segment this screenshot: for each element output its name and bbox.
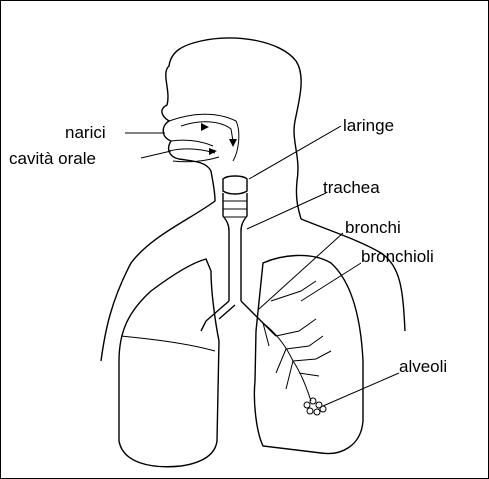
label-narici: narici [65,124,106,141]
larynx [223,176,247,194]
shoulders-outline [101,171,405,361]
head-outline [162,38,301,219]
pointer-bronchi [259,233,343,309]
pointer-laringe [249,126,341,179]
label-trachea: trachea [323,179,380,196]
bronchioli-tree [263,281,331,401]
pointer-alveoli [323,373,399,406]
lung-fissure [121,336,215,351]
trachea-rings [223,201,247,217]
label-bronchioli: bronchioli [361,248,434,265]
label-cavita-orale: cavità orale [9,150,96,167]
pointer-cavita-orale [141,151,171,158]
label-alveoli: alveoli [399,358,447,375]
label-laringe: laringe [343,117,394,134]
airflow-arrow-icon [209,148,217,155]
left-lung [119,259,219,467]
airflow-arrow-icon [229,139,237,147]
nasal-arrow-path [181,122,233,141]
alveoli-cluster [304,398,326,415]
label-bronchi: bronchi [345,219,401,236]
right-lung [254,255,363,453]
airflow-arrow-icon [201,123,209,131]
